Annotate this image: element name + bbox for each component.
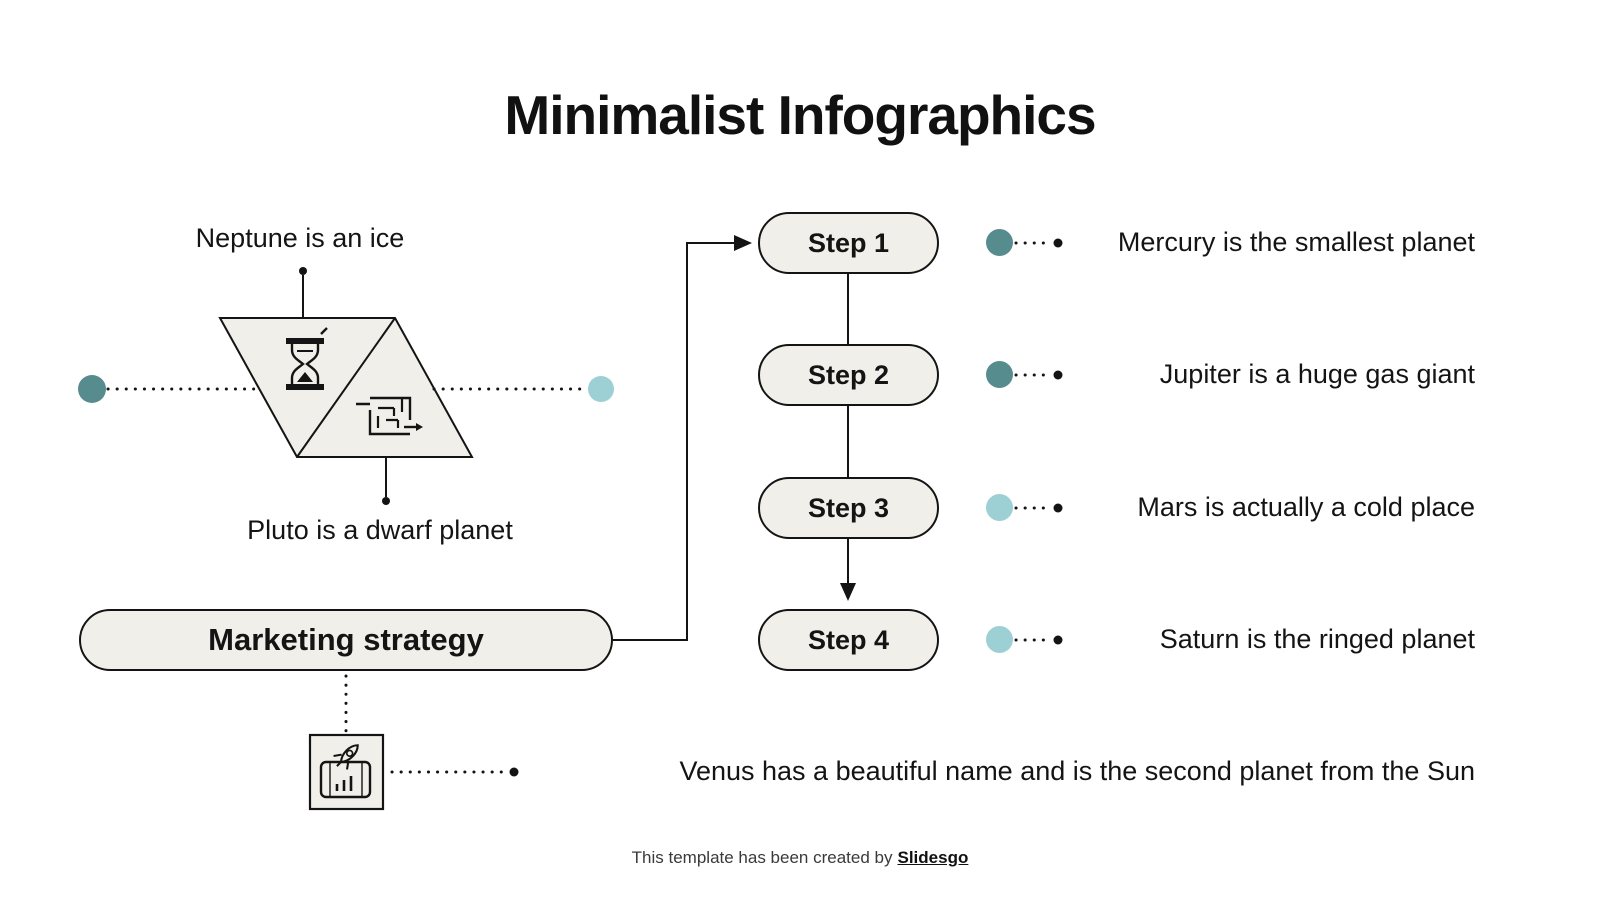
twin-triangle-shape bbox=[218, 317, 474, 458]
flow-connector-lines bbox=[613, 235, 856, 641]
step-4-pill: Step 4 bbox=[758, 609, 939, 671]
step-4-label: Step 4 bbox=[807, 624, 890, 655]
step-1-label: Step 1 bbox=[807, 227, 890, 258]
slidesgo-link[interactable]: Slidesgo bbox=[897, 848, 969, 867]
fact-label-jupiter: Jupiter is a huge gas giant bbox=[1159, 359, 1475, 389]
page-title: Minimalist Infographics bbox=[504, 84, 1096, 146]
fact-label-mercury: Mercury is the smallest planet bbox=[1117, 227, 1475, 257]
stem-lines bbox=[299, 267, 390, 505]
neptune-label: Neptune is an ice bbox=[195, 223, 405, 253]
footer-text: This template has been created by bbox=[631, 848, 893, 867]
fact-label-mars: Mars is actually a cold place bbox=[1137, 492, 1475, 522]
step-3-pill: Step 3 bbox=[758, 477, 939, 539]
fact-dot-3 bbox=[986, 494, 1013, 521]
marketing-strategy-pill: Marketing strategy bbox=[79, 609, 613, 671]
fact-dot-2 bbox=[986, 361, 1013, 388]
fact-dot-4 bbox=[986, 626, 1013, 653]
step-2-pill: Step 2 bbox=[758, 344, 939, 406]
fact-label-saturn: Saturn is the ringed planet bbox=[1159, 624, 1475, 654]
maze-icon bbox=[356, 396, 423, 436]
pluto-label: Pluto is a dwarf planet bbox=[247, 515, 513, 545]
step-2-label: Step 2 bbox=[807, 359, 890, 390]
step-1-pill: Step 1 bbox=[758, 212, 939, 274]
rocket-chart-icon bbox=[308, 733, 385, 811]
step-3-label: Step 3 bbox=[807, 492, 890, 523]
fact-label-venus: Venus has a beautiful name and is the se… bbox=[679, 756, 1475, 786]
right-teal-dot bbox=[588, 376, 614, 402]
marketing-strategy-label: Marketing strategy bbox=[208, 622, 484, 657]
fact-dot-1 bbox=[986, 229, 1013, 256]
left-teal-dot bbox=[78, 375, 106, 403]
hourglass-icon bbox=[286, 327, 328, 390]
